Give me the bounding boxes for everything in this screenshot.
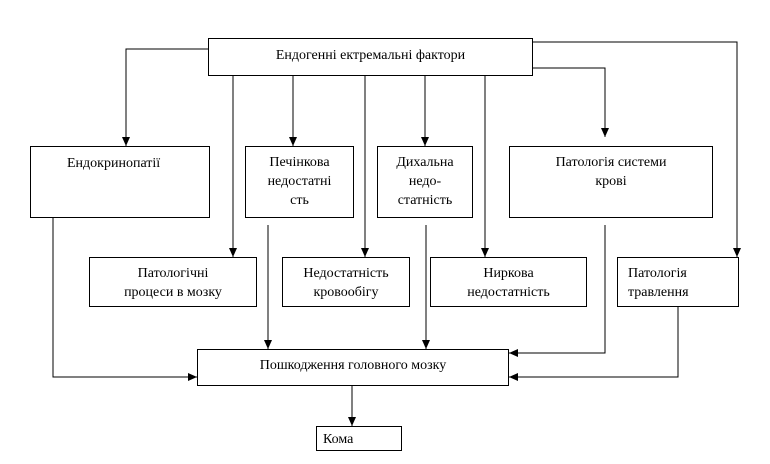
brain-processes-box: Патологічні процеси в мозку xyxy=(89,257,257,307)
blood-pathology-box: Патологія системи крові xyxy=(509,146,713,218)
coma-box: Кома xyxy=(316,426,402,451)
coma-label: Кома xyxy=(323,432,354,447)
circulatory-failure-box: Недостатність кровообігу xyxy=(282,257,410,307)
respiratory-failure-label: Дихальна недо- статність xyxy=(396,155,454,208)
brain-processes-label: Патологічні процеси в мозку xyxy=(124,266,222,300)
arrow-to-blood xyxy=(533,67,609,137)
endocrinopathies-box: Ендокринопатії xyxy=(30,146,210,218)
endogenous-factors-label: Ендогенні ектремальні фактори xyxy=(275,48,466,63)
arrow-endocrinopathies-to-damage xyxy=(52,218,197,381)
respiratory-failure-box: Дихальна недо- статність xyxy=(377,146,473,218)
arrow-blood-to-damage xyxy=(509,225,606,357)
digestion-pathology-box: Патологія травлення xyxy=(617,257,739,307)
endogenous-factors-box: Ендогенні ектремальні фактори xyxy=(208,38,533,76)
brain-damage-label: Пошкодження головного мозку xyxy=(259,358,447,373)
brain-damage-box: Пошкодження головного мозку xyxy=(197,349,509,386)
liver-failure-label: Печінкова недостатні сть xyxy=(267,155,332,208)
arrow-digestion-to-damage xyxy=(509,307,679,381)
endocrinopathies-label: Ендокринопатії xyxy=(67,156,161,171)
renal-failure-box: Ниркова недостатність xyxy=(430,257,587,307)
liver-failure-box: Печінкова недостатні сть xyxy=(245,146,354,218)
renal-failure-label: Ниркова недостатність xyxy=(467,266,550,300)
blood-pathology-label: Патологія системи крові xyxy=(555,155,667,189)
arrow-to-digestion xyxy=(533,41,741,257)
digestion-pathology-label: Патологія травлення xyxy=(628,266,689,300)
circulatory-failure-label: Недостатність кровообігу xyxy=(303,266,389,300)
arrow-to-endocrinopathies xyxy=(122,48,208,146)
